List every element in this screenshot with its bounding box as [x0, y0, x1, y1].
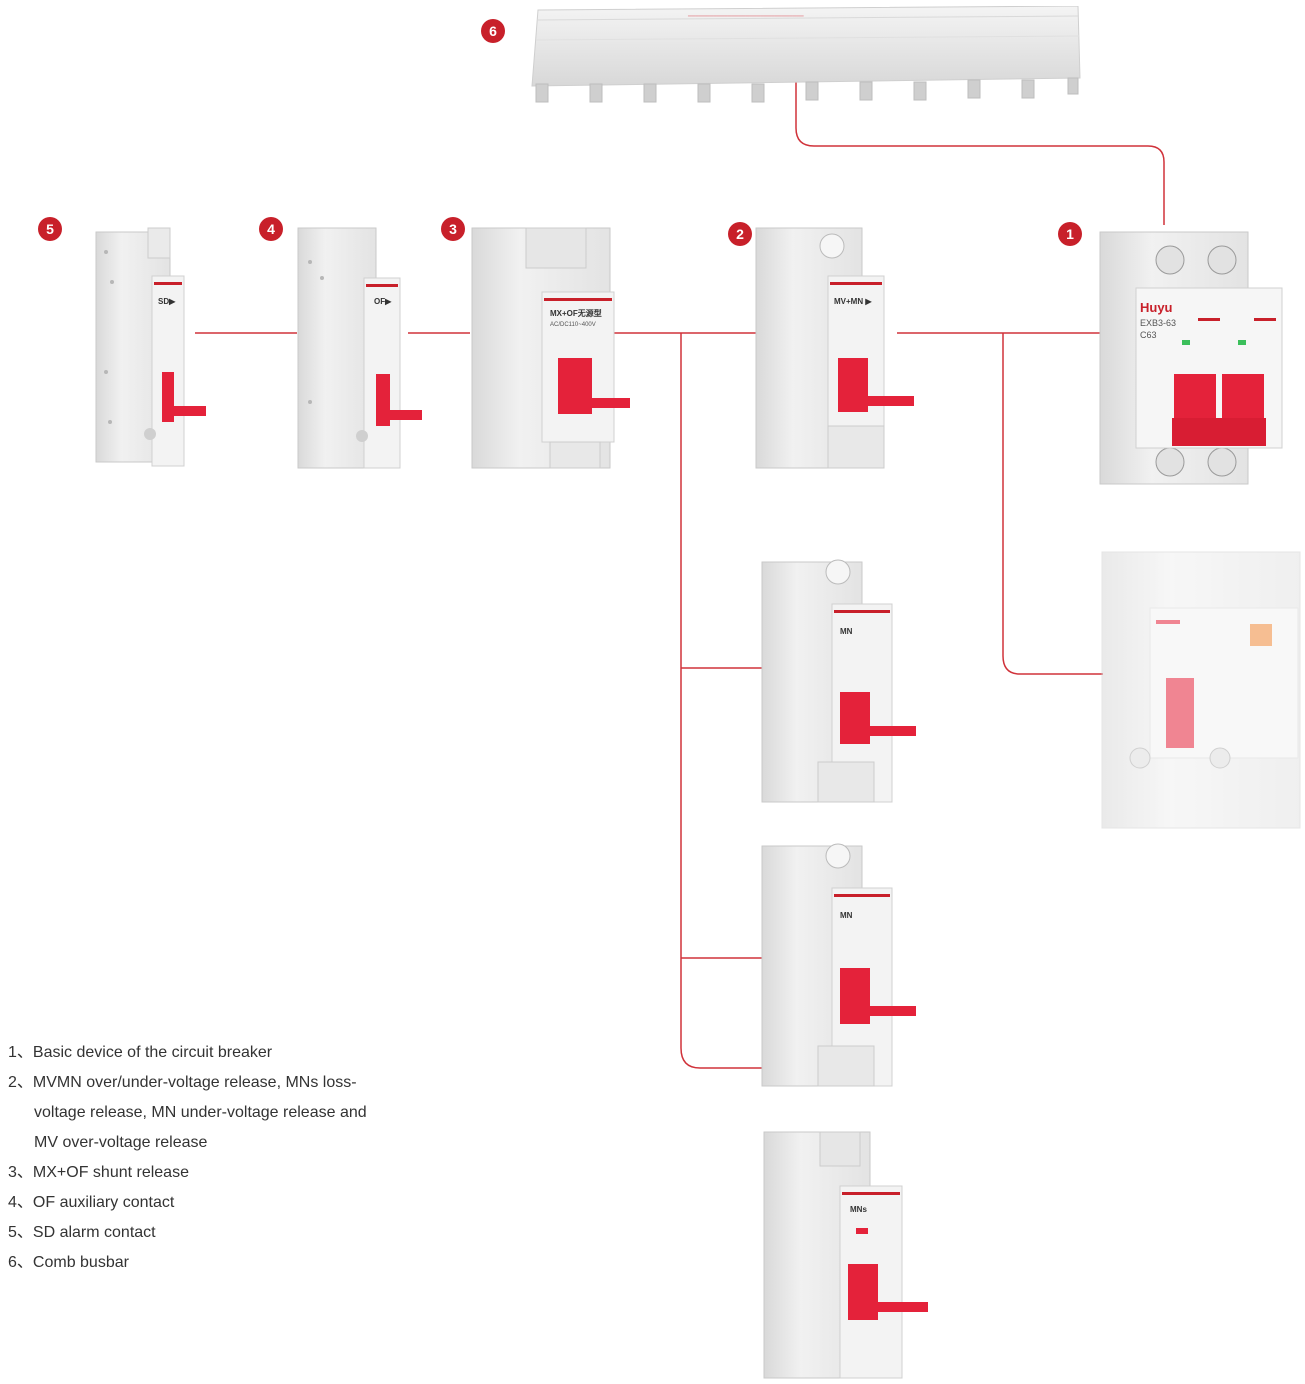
mx-sub-label: AC/DC110~400V: [550, 322, 596, 328]
svg-text:━━━━━━━━━━━━━━━━━━━━━━━━━━━━━━: ━━━━━━━━━━━━━━━━━━━━━━━━━━━━━━━━: [687, 14, 804, 20]
sd-label: SD▶: [158, 297, 176, 306]
mn-undervoltage-module-b: MN: [761, 843, 916, 1087]
badge-2: 2: [728, 222, 752, 246]
legend-text-2a: MVMN over/under-voltage release, MNs los…: [32, 1074, 357, 1091]
legend-num-2: 2、: [8, 1074, 33, 1091]
circuit-breaker-main: Huyu EXB3-63 C63: [1099, 231, 1283, 485]
legend-item-3: 3、 MX+OF shunt release: [8, 1158, 448, 1188]
legend-text-1: Basic device of the circuit breaker: [32, 1044, 273, 1061]
mv-label: MV+MN ▶: [834, 297, 872, 306]
model-label: EXB3-63: [1140, 318, 1176, 328]
legend-item-2: 2、 MVMN over/under-voltage release, MNs …: [8, 1068, 448, 1098]
legend-item-5: 5、 SD alarm contact: [8, 1218, 448, 1248]
trunk-rcd: [1002, 333, 1103, 675]
legend-text-2b: voltage release, MN under-voltage releas…: [34, 1104, 367, 1121]
legend: 1、 Basic device of the circuit breaker 2…: [8, 1038, 448, 1278]
mn-undervoltage-module-a: MN: [761, 559, 916, 803]
brand-label: Huyu: [1140, 300, 1173, 315]
legend-text-4: OF auxiliary contact: [32, 1194, 175, 1211]
mn-label-b: MN: [840, 911, 853, 920]
comb-busbar: ━━━━━━━━━━━━━━━━━━━━━━━━━━━━━━━━: [531, 6, 1081, 103]
badge-3: 3: [441, 217, 465, 241]
of-auxiliary-contact-module: OF▶: [297, 227, 422, 469]
legend-item-4: 4、 OF auxiliary contact: [8, 1188, 448, 1218]
of-label: OF▶: [374, 297, 392, 306]
mv-mn-release-module: MV+MN ▶: [755, 227, 914, 469]
trunk-mn: [680, 333, 770, 1069]
legend-num-6: 6、: [8, 1254, 33, 1271]
rcd-breaker-faded: [1101, 551, 1301, 829]
mx-label: MX+OF无源型: [550, 308, 602, 318]
badge-5: 5: [38, 217, 62, 241]
legend-text-5: SD alarm contact: [32, 1224, 156, 1241]
mns-loss-voltage-module: MNs: [763, 1131, 928, 1379]
legend-num-3: 3、: [8, 1164, 33, 1181]
badge-6: 6: [481, 19, 505, 43]
legend-num-1: 1、: [8, 1044, 33, 1061]
rating-label: C63: [1140, 330, 1157, 340]
legend-text-2c: MV over-voltage release: [34, 1134, 208, 1151]
legend-item-6: 6、 Comb busbar: [8, 1248, 448, 1278]
legend-num-5: 5、: [8, 1224, 33, 1241]
busbar-connector: [795, 80, 1165, 225]
legend-text-3: MX+OF shunt release: [32, 1164, 189, 1181]
badge-1: 1: [1058, 222, 1082, 246]
mn-label-a: MN: [840, 627, 853, 636]
legend-num-4: 4、: [8, 1194, 33, 1211]
mx-of-shunt-release-module: MX+OF无源型 AC/DC110~400V: [471, 227, 630, 469]
badge-4: 4: [259, 217, 283, 241]
mns-label: MNs: [850, 1205, 867, 1214]
sd-alarm-contact-module: SD▶: [95, 227, 206, 467]
legend-item-1: 1、 Basic device of the circuit breaker: [8, 1038, 448, 1068]
legend-text-6: Comb busbar: [32, 1254, 129, 1271]
